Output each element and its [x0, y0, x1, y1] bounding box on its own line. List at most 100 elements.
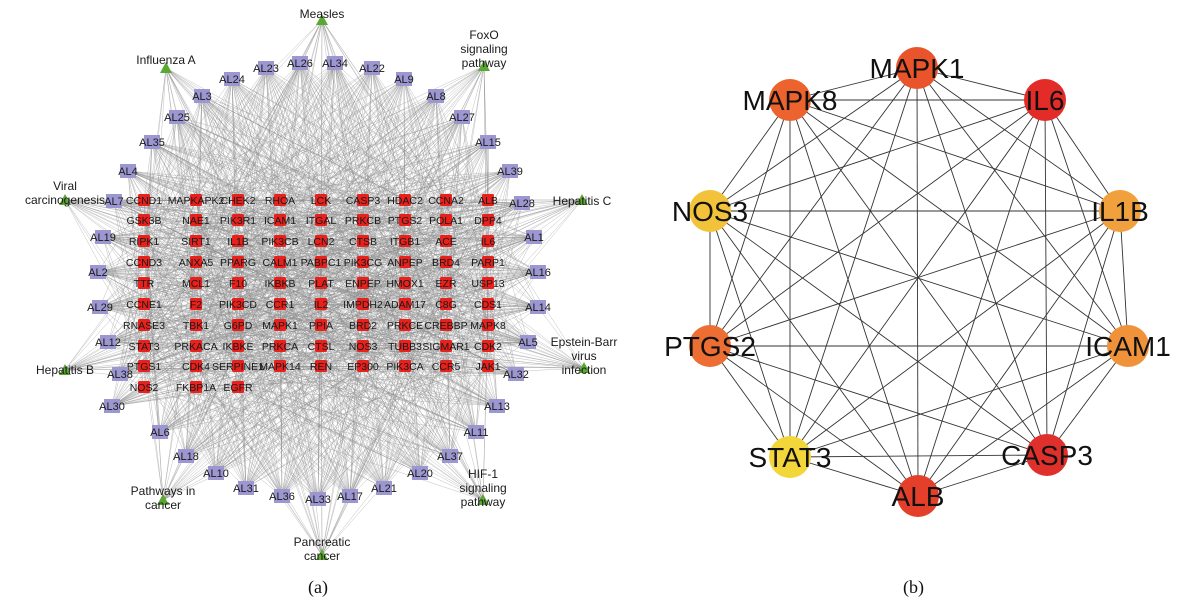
- target-node: RHOA: [265, 194, 295, 207]
- hub-edge: [709, 99, 1046, 347]
- target-node-label: BRD2: [349, 320, 377, 332]
- hub-edge: [789, 67, 918, 458]
- compound-target-edge: [195, 345, 247, 489]
- pathway-target-edge: [237, 282, 323, 556]
- target-node-label: BRD4: [432, 257, 460, 269]
- pathway-target-edge: [321, 365, 406, 556]
- target-node-label: F10: [229, 278, 247, 290]
- target-node-marker: [232, 319, 244, 331]
- target-node-marker: [357, 298, 369, 310]
- hub-edge: [917, 99, 1046, 497]
- pathway-target-edge: [320, 365, 484, 501]
- pathway-target-edge: [64, 199, 364, 347]
- pathway-target-edge: [143, 282, 323, 556]
- compound-target-edge: [362, 324, 498, 407]
- compound-target-edge: [143, 386, 283, 497]
- compound-target-edge: [185, 219, 489, 457]
- pathway-target-edge: [162, 345, 239, 501]
- compound-target-edge: [404, 365, 451, 457]
- hub-edge: [916, 67, 1121, 212]
- compound-node: AL10: [203, 466, 229, 480]
- pathway-target-edge: [162, 219, 364, 501]
- compound-target-edge: [349, 345, 447, 497]
- compound-target-edge: [195, 282, 319, 500]
- compound-target-edge: [237, 324, 283, 497]
- compound-node-label: AL18: [173, 451, 199, 463]
- compound-target-edge: [143, 141, 153, 201]
- pathway-target-edge: [362, 324, 585, 369]
- compound-target-edge: [487, 261, 529, 343]
- target-node: ALB: [478, 194, 498, 207]
- pathway-target-edge: [195, 219, 323, 556]
- pathway-target-edge: [64, 199, 197, 388]
- compound-target-edge: [195, 67, 373, 347]
- pathway-target-edge: [279, 282, 484, 501]
- compound-node-marker: [412, 466, 428, 480]
- pathway-target-edge: [64, 199, 406, 263]
- compound-node-marker: [342, 489, 358, 503]
- target-node: F2: [190, 298, 202, 311]
- compound-node-label: AL28: [509, 198, 535, 210]
- compound-node: AL35: [139, 135, 165, 149]
- panel-b-caption: (b): [903, 577, 924, 597]
- compound-node-label: AL27: [449, 112, 475, 124]
- compound-target-edge: [320, 95, 437, 201]
- pathway-node-marker: [59, 364, 71, 375]
- compound-target-edge: [159, 282, 239, 433]
- target-node-marker: [482, 235, 494, 247]
- target-node-marker: [190, 277, 202, 289]
- compound-target-edge: [195, 261, 421, 474]
- compound-node: AL23: [253, 61, 279, 75]
- compound-node-label: AL23: [253, 63, 279, 75]
- pathway-target-edge: [195, 65, 485, 347]
- target-node-label: MAPKAPK2: [168, 195, 225, 207]
- compound-target-edge: [143, 170, 511, 201]
- target-node: RNASE3: [123, 319, 165, 332]
- target-node-label: CREBBP: [424, 320, 467, 332]
- compound-node-marker: [208, 466, 224, 480]
- pathway-target-edge: [320, 345, 484, 501]
- pathway-target-edge: [64, 199, 239, 326]
- pathway-target-edge: [195, 240, 585, 369]
- compound-target-edge: [195, 141, 489, 201]
- target-node-label: TTR: [134, 278, 155, 290]
- compound-node: AL39: [497, 164, 523, 178]
- compound-node-marker: [310, 492, 326, 506]
- compound-target-edge: [159, 365, 197, 433]
- compound-node-label: AL6: [150, 427, 170, 439]
- compound-node-marker: [144, 135, 160, 149]
- compound-target-edge: [97, 240, 239, 273]
- target-node-marker: [190, 235, 202, 247]
- target-node: DPP4: [474, 214, 502, 227]
- compound-target-edge: [383, 219, 489, 489]
- pathway-node-marker: [160, 62, 172, 73]
- hub-edge: [917, 210, 1121, 497]
- target-node: IKBKB: [265, 277, 295, 290]
- target-node: CCR1: [266, 298, 294, 311]
- target-node-label: HDAC2: [387, 195, 423, 207]
- pathway-target-edge: [321, 219, 406, 556]
- hub-edge: [1119, 210, 1129, 347]
- pathway-target-edge: [64, 369, 239, 388]
- compound-node-label: AL33: [305, 494, 331, 506]
- target-node: PIK3R1: [220, 214, 256, 227]
- compound-node-marker: [95, 230, 111, 244]
- pathway-target-edge: [162, 365, 364, 501]
- target-node-label: CCNA2: [428, 195, 464, 207]
- target-node: CCNA2: [428, 194, 464, 207]
- pathway-node-marker: [59, 194, 71, 205]
- compound-node-label: AL15: [475, 137, 501, 149]
- target-node-label: JAK1: [475, 361, 500, 373]
- compound-target-edge: [475, 240, 489, 433]
- compound-target-edge: [215, 282, 281, 474]
- target-node-label: EGFR: [223, 382, 253, 394]
- pathway-target-edge: [195, 303, 484, 501]
- compound-target-edge: [279, 345, 451, 457]
- pathway-target-edge: [320, 282, 585, 369]
- target-node-marker: [138, 319, 150, 331]
- compound-target-edge: [237, 282, 529, 343]
- target-node-label: CCND1: [126, 195, 162, 207]
- compound-target-edge: [195, 365, 351, 497]
